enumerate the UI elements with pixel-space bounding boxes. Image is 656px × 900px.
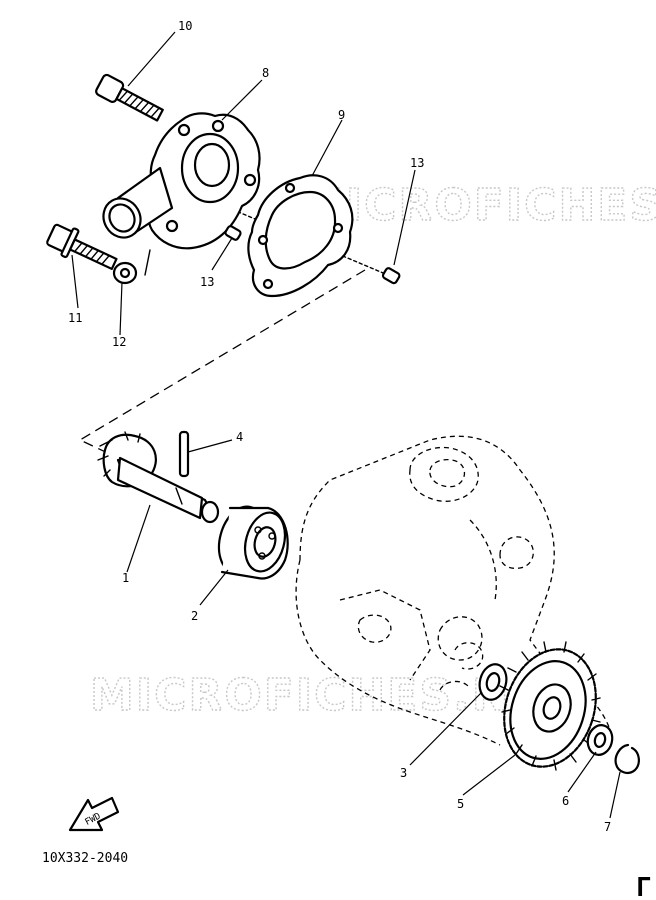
- callout-9: 9: [338, 108, 345, 122]
- part-2-bearing: [217, 505, 289, 580]
- callout-8: 8: [262, 66, 269, 80]
- callout-2: 2: [191, 609, 198, 623]
- callout-5: 5: [457, 797, 464, 811]
- part-12-washer: [112, 261, 138, 285]
- part-4-pin: [178, 430, 190, 478]
- callout-13-upper: 13: [410, 156, 424, 170]
- callout-12: 12: [112, 335, 126, 349]
- part-8-pump-cover: [102, 112, 261, 276]
- callout-7: 7: [604, 820, 611, 834]
- part-9-gasket: [247, 174, 354, 298]
- callout-10: 10: [178, 19, 192, 33]
- part-13-dowel-pin-left: [224, 225, 242, 241]
- leader-lines: [71, 31, 621, 819]
- callout-labels: 10 8 9 13 13 11 12 4 1 2 3 5 6 7: [68, 19, 611, 834]
- part-3-washer: [478, 663, 508, 701]
- callout-4: 4: [236, 430, 243, 444]
- part-1-impeller-shaft: [97, 431, 220, 524]
- watermark-upper: MICROFICHES.NET: [300, 180, 656, 231]
- callout-13-lower: 13: [200, 275, 214, 289]
- diagram-code: 10X332-2040: [42, 851, 128, 866]
- forward-arrow-icon: FWD: [68, 796, 120, 832]
- part-6-washer: [586, 724, 614, 756]
- part-5-gear: [499, 641, 601, 771]
- part-10-bolt: [95, 73, 164, 122]
- part-7-circlip: [614, 743, 640, 774]
- callout-11: 11: [68, 311, 82, 325]
- callout-1: 1: [122, 571, 129, 585]
- corner-mark: Г: [636, 873, 652, 900]
- callout-6: 6: [562, 794, 569, 808]
- part-13-dowel-pin-right: [381, 267, 401, 285]
- part-11-flange-bolt: [46, 223, 118, 271]
- callout-3: 3: [400, 766, 407, 780]
